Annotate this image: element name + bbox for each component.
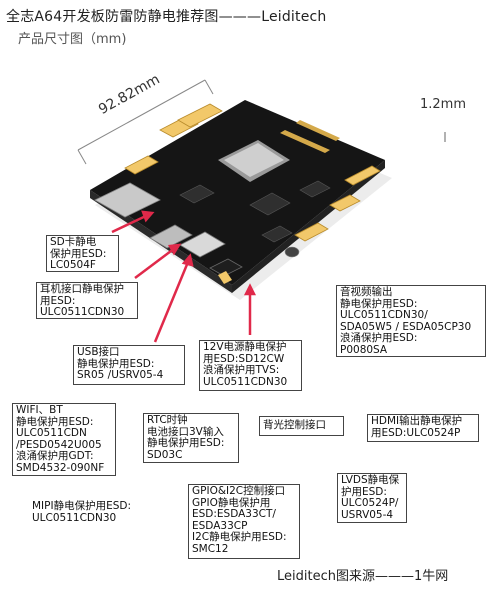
callout-hdmi: HDMI输出静电保护 用ESD:ULC0524P <box>367 414 479 442</box>
callout-usb-line-3: SR05 /USRV05-4 <box>77 369 164 381</box>
callout-rtc-line-1: RTC时钟 <box>147 414 188 426</box>
callout-wifi-line-6: SMD4532-090NF <box>16 461 105 474</box>
callout-backlight: 背光控制接口 <box>259 416 344 436</box>
arrow-earphone-head <box>167 243 182 256</box>
callout-mipi-line-2: ULC0511CDN30 <box>32 511 117 524</box>
arrow-usb-head <box>181 253 194 267</box>
callout-sd-line-2: 保护用ESD: <box>50 247 107 260</box>
callout-wifi-line-3: ULC0511CDN <box>16 427 87 439</box>
source-credit: Leiditech图来源———1牛网 <box>277 569 449 584</box>
header-connector-5 <box>329 194 361 212</box>
callout-gpio-line-3: ESD:ESDA33CT/ <box>192 508 276 520</box>
callout-power: 12V电源静电保护 用ESD:SD12CW 浪涌保护用TVS: ULC0511C… <box>199 340 302 391</box>
callout-lvds: LVDS静电保 护用ESD: ULC0524P/ USRV05-4 <box>337 473 407 523</box>
callout-wifi-line-1: WIFI、BT <box>16 404 63 416</box>
callout-av-line-5: 浪涌保护用ESD: <box>340 332 418 344</box>
callout-lvds-line-3: ULC0524P/ <box>341 497 399 509</box>
pin-header-strip <box>280 130 330 153</box>
callout-mipi-line-1: MIPI静电保护用ESD: <box>32 500 132 512</box>
callout-gpio-i2c: GPIO&I2C控制接口 GPIO静电保护用 ESD:ESDA33CT/ ESD… <box>188 484 300 559</box>
callout-backlight-line-1: 背光控制接口 <box>263 419 326 431</box>
callout-rtc-line-4: SD03C <box>147 448 183 461</box>
callout-av-line-6: P0080SA <box>340 343 388 356</box>
callout-sd-line-1: SD卡静电 <box>50 236 97 248</box>
callout-hdmi-line-1: HDMI输出静电保护 <box>371 415 463 427</box>
callout-power-line-3: 浪涌保护用TVS: <box>203 364 280 376</box>
chip-1 <box>249 192 291 216</box>
arrow-sd <box>111 213 149 234</box>
callout-rtc-line-2: 电池接口3V输入 <box>147 425 224 438</box>
callout-usb-line-1: USB接口 <box>77 346 120 358</box>
callout-rtc-line-3: 静电保护用ESD: <box>147 437 225 449</box>
callout-earphone: 耳机接口静电保护 用ESD: ULC0511CDN30 <box>36 282 138 319</box>
callout-av-line-3: ULC0511CDN30/ <box>340 309 428 321</box>
callout-lvds-line-4: USRV05-4 <box>341 508 394 521</box>
callout-sd-card: SD卡静电 保护用ESD: LC0504F <box>46 235 119 272</box>
rtc-battery-connector <box>218 271 232 284</box>
page-subtitle: 产品尺寸图（mm) <box>18 32 127 47</box>
callout-av-line-2: 静电保护用ESD: <box>340 297 418 310</box>
callout-gpio-line-1: GPIO&I2C控制接口 <box>192 485 286 497</box>
callout-sd-line-3: LC0504F <box>50 259 96 271</box>
chip-2 <box>179 184 215 204</box>
callout-earphone-line-2: 用ESD: <box>40 294 76 307</box>
callout-earphone-line-3: ULC0511CDN30 <box>40 306 125 318</box>
header-connector-3 <box>124 155 159 175</box>
arrow-power-head <box>243 283 257 296</box>
header-connector-6 <box>344 165 381 186</box>
callout-av-output: 音视频输出 静电保护用ESD: ULC0511CDN30/ SDA05W5 / … <box>336 285 486 357</box>
callout-hdmi-line-2: 用ESD:ULC0524P <box>371 426 461 439</box>
callout-usb: USB接口 静电保护用ESD: SR05 /USRV05-4 <box>73 345 185 385</box>
callout-power-line-2: 用ESD:SD12CW <box>203 352 285 365</box>
callout-gpio-line-2: GPIO静电保护用 <box>192 496 271 509</box>
arrow-earphone <box>134 247 176 279</box>
callout-av-line-1: 音视频输出 <box>340 286 393 298</box>
arrow-sd-head <box>141 210 155 223</box>
callout-lvds-line-1: LVDS静电保 <box>341 474 400 486</box>
callout-power-line-1: 12V电源静电保护 <box>203 341 287 353</box>
capacitor <box>284 246 300 258</box>
callout-gpio-line-4: ESDA33CP <box>192 519 248 532</box>
chip-4 <box>261 225 293 243</box>
callout-wifi-bt: WIFI、BT 静电保护用ESD: ULC0511CDN /PESD0542U0… <box>12 403 116 476</box>
callout-mipi: MIPI静电保护用ESD: ULC0511CDN30 <box>32 500 132 524</box>
page-title: 全志A64开发板防雷防静电推荐图———Leiditech <box>6 9 327 25</box>
callout-lvds-line-2: 护用ESD: <box>341 485 387 498</box>
header-connector-4 <box>294 222 329 242</box>
callout-earphone-line-1: 耳机接口静电保护 <box>40 283 124 295</box>
callout-rtc: RTC时钟 电池接口3V输入 静电保护用ESD: SD03C <box>143 413 239 463</box>
pin-header-strip-2 <box>296 120 340 141</box>
width-dimension-line <box>77 79 206 151</box>
power-jack <box>209 258 243 277</box>
earphone-jack <box>149 224 193 249</box>
callout-wifi-line-5: 浪涌保护用GDT: <box>16 450 94 462</box>
callout-wifi-line-2: 静电保护用ESD: <box>16 415 94 428</box>
callout-gpio-line-6: SMC12 <box>192 542 229 555</box>
width-dimension-tick-left <box>77 149 87 165</box>
callout-usb-line-2: 静电保护用ESD: <box>77 357 155 370</box>
usb-port <box>179 231 226 258</box>
width-dimension-tick-right <box>204 79 214 95</box>
arrow-usb <box>153 261 190 343</box>
sd-card-slot <box>94 182 161 218</box>
callout-arrows <box>111 210 257 343</box>
callout-wifi-line-4: /PESD0542U005 <box>16 438 102 451</box>
soc-shield-top <box>224 143 284 177</box>
callout-av-line-4: SDA05W5 / ESDA05CP30 <box>340 320 472 333</box>
board-thickness-label: 1.2mm <box>420 97 467 112</box>
chip-3 <box>299 180 331 198</box>
callout-power-line-4: ULC0511CDN30 <box>203 375 288 388</box>
callout-gpio-line-5: I2C静电保护用ESD: <box>192 531 287 543</box>
pcb-edge-right <box>232 160 385 293</box>
header-connector-2 <box>177 103 223 128</box>
